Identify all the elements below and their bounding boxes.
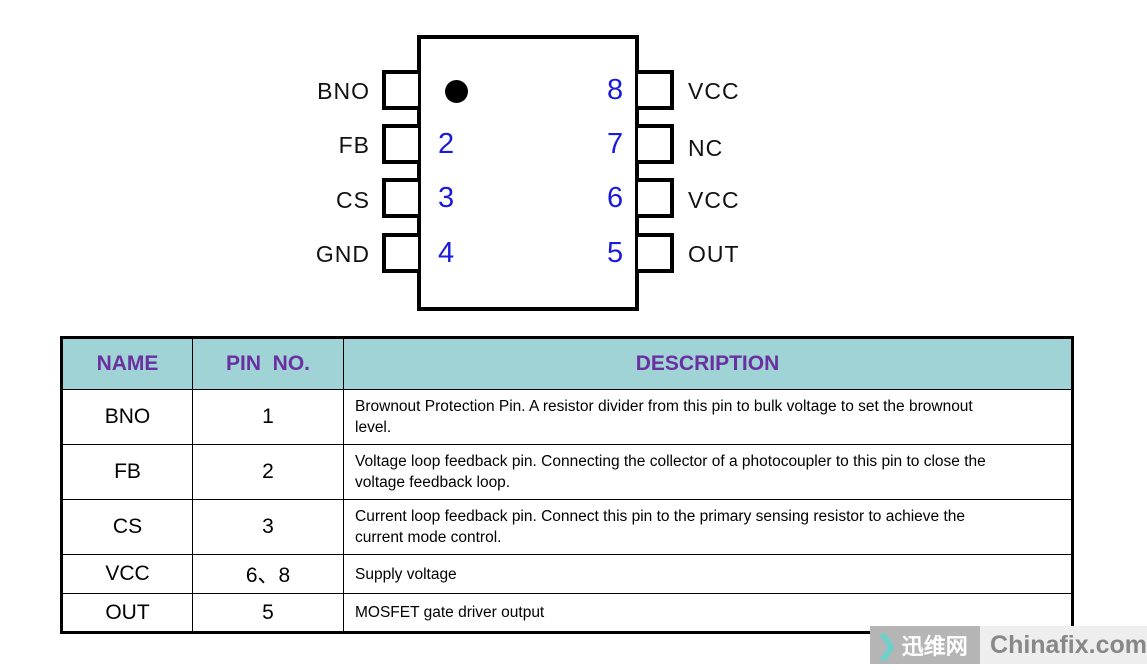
pin-4 bbox=[382, 233, 418, 273]
table-row: VCC 6、8 Supply voltage bbox=[61, 554, 1073, 594]
watermark-cn: 迅维网 bbox=[901, 634, 968, 659]
watermark-en: Chinafix.com bbox=[980, 626, 1147, 664]
pin-label-left: BNO bbox=[317, 78, 370, 104]
pin-number: 6 bbox=[607, 182, 624, 214]
header-description: DESCRIPTION bbox=[343, 337, 1073, 390]
pin-number: 7 bbox=[607, 128, 624, 160]
cell-pin: 5 bbox=[192, 593, 344, 633]
pin-5 bbox=[638, 233, 674, 273]
pin-number: 2 bbox=[438, 128, 455, 160]
pin-8 bbox=[638, 70, 674, 110]
pin-7 bbox=[638, 124, 674, 164]
pin-label-left: CS bbox=[336, 187, 370, 213]
cell-name: BNO bbox=[61, 389, 193, 445]
cell-name: FB bbox=[61, 444, 193, 500]
pin-6 bbox=[638, 178, 674, 218]
chevron-right-icon: ❯ bbox=[876, 629, 898, 660]
pin-label-left: GND bbox=[315, 241, 370, 267]
desc-text: Voltage loop feedback pin. Connecting th… bbox=[355, 453, 986, 491]
header-name: NAME bbox=[61, 337, 193, 390]
pin-label-right: VCC bbox=[688, 78, 740, 104]
cell-pin: 1 bbox=[192, 389, 344, 445]
pin-label-left: FB bbox=[338, 132, 370, 158]
table-row: BNO 1 Brownout Protection Pin. A resisto… bbox=[61, 389, 1073, 445]
pin-number: 3 bbox=[438, 182, 455, 214]
cell-name: OUT bbox=[61, 593, 193, 633]
pin-label-right: NC bbox=[688, 135, 724, 161]
cell-pin: 2 bbox=[192, 444, 344, 500]
cell-desc: Brownout Protection Pin. A resistor divi… bbox=[343, 389, 1073, 445]
cell-name: VCC bbox=[61, 554, 193, 594]
cell-desc: Supply voltage bbox=[343, 554, 1073, 594]
pin-description-table: NAME PIN NO. DESCRIPTION BNO 1 Brownout … bbox=[60, 336, 1074, 634]
cell-pin: 6、8 bbox=[192, 554, 344, 594]
pin-number: 8 bbox=[607, 74, 624, 106]
pin-2 bbox=[382, 124, 418, 164]
pin-label-right: VCC bbox=[688, 187, 740, 213]
cell-pin: 3 bbox=[192, 499, 344, 555]
header-pin-no: PIN NO. bbox=[192, 337, 344, 390]
watermark: ❯迅维网 Chinafix.com bbox=[870, 626, 1147, 664]
desc-text: Brownout Protection Pin. A resistor divi… bbox=[355, 398, 973, 436]
table-row: CS 3 Current loop feedback pin. Connect … bbox=[61, 499, 1073, 555]
pin-1 bbox=[382, 70, 418, 110]
pin-number: 4 bbox=[438, 237, 455, 269]
table-row: OUT 5 MOSFET gate driver output bbox=[61, 593, 1073, 633]
pin-3 bbox=[382, 178, 418, 218]
pin1-dot bbox=[445, 80, 468, 103]
table-row: FB 2 Voltage loop feedback pin. Connecti… bbox=[61, 444, 1073, 500]
cell-desc: Voltage loop feedback pin. Connecting th… bbox=[343, 444, 1073, 500]
pin-number: 5 bbox=[607, 237, 624, 269]
pin-label-right: OUT bbox=[688, 241, 740, 267]
cell-name: CS bbox=[61, 499, 193, 555]
cell-desc: Current loop feedback pin. Connect this … bbox=[343, 499, 1073, 555]
desc-text: Current loop feedback pin. Connect this … bbox=[355, 508, 965, 546]
